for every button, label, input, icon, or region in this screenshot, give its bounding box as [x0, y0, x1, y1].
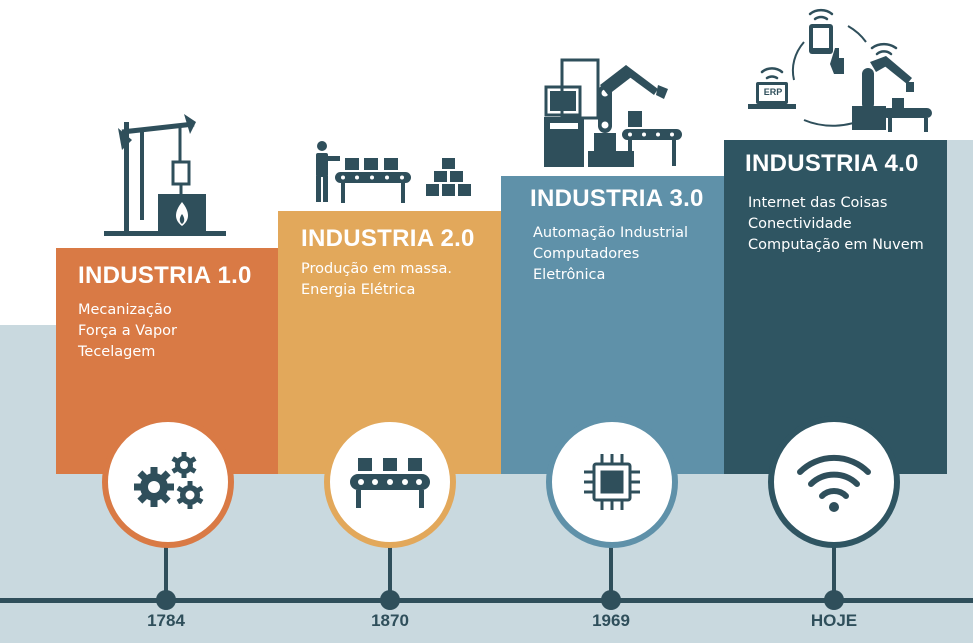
stage-4-item: Internet das Coisas [748, 195, 888, 211]
stage-1-list: Mecanização Força a Vapor Tecelagem [78, 300, 278, 363]
year-label-1: 1784 [147, 611, 185, 630]
year-label-2: 1870 [371, 611, 409, 630]
stage-1-title: INDUSTRIA 1.0 [78, 262, 252, 289]
stage-1-item: Mecanização [78, 302, 172, 318]
timeline-stem [832, 530, 836, 600]
stage-1-item: Força a Vapor [78, 323, 178, 339]
stage-1-item: Tecelagem [78, 344, 156, 360]
stage-2-list: Produção em massa. Energia Elétrica [301, 259, 501, 301]
stage-1-icon-circle [102, 416, 234, 548]
stage-2-title: INDUSTRIA 2.0 [301, 225, 475, 252]
robot-arm-computer-icon [544, 58, 682, 167]
year-label-4: HOJE [810, 611, 858, 630]
erp-label: ERP [763, 87, 783, 97]
iot-network-icon [748, 8, 932, 132]
stage-4-item: Conectividade [748, 216, 852, 232]
worker-assembly-line-icon [316, 141, 471, 203]
background-band-right [947, 140, 973, 480]
timeline-dot [824, 590, 844, 610]
stage-2-item: Energia Elétrica [301, 282, 416, 298]
timeline-line [0, 598, 973, 603]
stage-1-block: INDUSTRIA 1.0 Mecanização Força a Vapor … [56, 248, 278, 474]
stage-2-item: Produção em massa. [301, 261, 453, 277]
stage-4-item: Computação em Nuvem [748, 237, 924, 253]
stage-3-icon-circle [546, 416, 678, 548]
microchip-icon [584, 454, 640, 510]
conveyor-belt-icon [350, 458, 430, 508]
stage-3-list: Automação Industrial Computadores Eletrô… [530, 223, 724, 286]
stage-4-title: INDUSTRIA 4.0 [745, 150, 919, 177]
stage-4-list: Internet das Coisas Conectividade Comput… [745, 193, 947, 256]
stage-2-icon-circle [324, 416, 456, 548]
year-label-3: 1969 [592, 611, 630, 630]
steam-engine-icon [104, 114, 226, 236]
timeline-dot [601, 590, 621, 610]
timeline-dot [156, 590, 176, 610]
stage-3-title: INDUSTRIA 3.0 [530, 185, 704, 212]
timeline-stem [164, 530, 168, 600]
stage-3-item: Eletrônica [533, 267, 606, 283]
timeline-stem [609, 530, 613, 600]
wifi-icon [797, 454, 871, 512]
stage-3-item: Computadores [533, 246, 640, 262]
stage-4-icon-circle [768, 416, 900, 548]
timeline-dot [380, 590, 400, 610]
gears-icon [134, 452, 204, 509]
timeline-stem [388, 530, 392, 600]
stage-3-item: Automação Industrial [533, 225, 689, 241]
